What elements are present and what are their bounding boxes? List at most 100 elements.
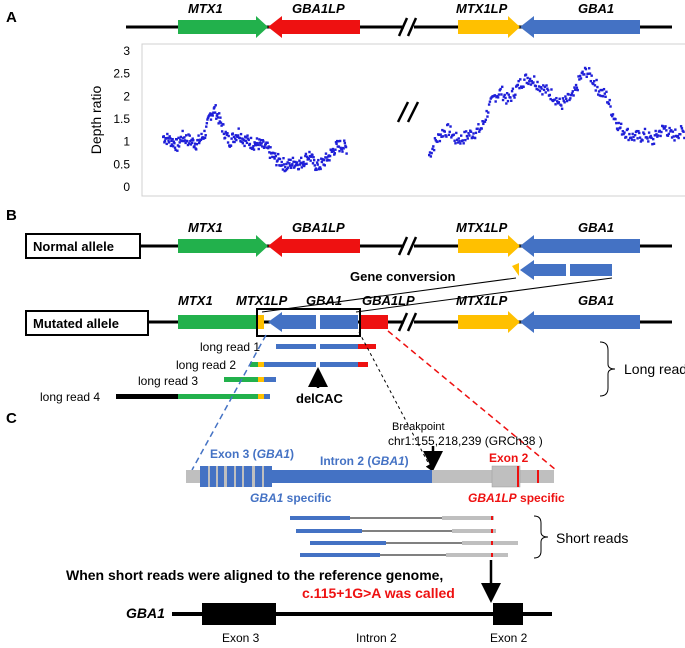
depth-point (255, 137, 259, 140)
conversion-yellow-tip (512, 263, 519, 276)
mtx1-segment (178, 315, 258, 329)
depth-point (614, 117, 617, 121)
depth-point (633, 139, 636, 142)
depth-point (473, 136, 477, 140)
depth-point (558, 97, 561, 101)
depth-point (252, 148, 256, 151)
depth-point (177, 136, 180, 140)
depth-point (590, 74, 593, 77)
gba1-specific-label: GBA1 specific (250, 491, 332, 505)
long-reads-brace (599, 341, 616, 397)
depth-point (226, 141, 230, 144)
depth-point (444, 134, 447, 137)
depth-point (312, 158, 316, 162)
depth-point (554, 103, 557, 106)
depth-point (238, 137, 242, 140)
depth-point (195, 142, 199, 146)
depth-point (636, 137, 639, 140)
depth-point (325, 156, 328, 159)
depth-point (211, 114, 214, 117)
depth-point (567, 93, 570, 96)
depth-point (534, 84, 538, 88)
depth-point (474, 131, 478, 135)
depth-point (565, 99, 569, 103)
depth-point (314, 167, 318, 170)
zoom-line-left (191, 334, 267, 471)
depth-point (533, 75, 536, 78)
depth-point (578, 78, 581, 81)
depth-point (581, 70, 584, 73)
short-reads: Short reads (290, 515, 628, 559)
depth-point (163, 139, 167, 143)
depth-point (218, 112, 221, 115)
depth-point (478, 130, 481, 133)
depth-point (539, 86, 542, 89)
depth-point (631, 132, 634, 136)
depth-point (219, 116, 222, 119)
depth-point (584, 67, 588, 71)
depth-point (637, 129, 640, 133)
depth-point (266, 146, 270, 150)
depth-point (646, 137, 649, 140)
depth-point (673, 139, 676, 142)
depth-point (328, 159, 331, 162)
depth-point (536, 80, 539, 84)
ref-exon3-label: Exon 3 (222, 631, 260, 645)
ref-exon2-block (493, 603, 523, 625)
mtx1-arrow (178, 235, 268, 257)
depth-point (677, 136, 680, 140)
gene-label-gba1: GBA1 (306, 293, 342, 308)
depth-point (565, 97, 568, 101)
mtx1lp-tip (258, 315, 264, 329)
depth-point (465, 134, 469, 138)
depth-point (335, 142, 338, 146)
depth-point (653, 134, 657, 137)
depth-point (197, 134, 200, 137)
depth-point (205, 122, 209, 125)
depth-point (638, 131, 641, 135)
depth-point (476, 127, 479, 130)
depth-point (212, 107, 216, 110)
depth-point (679, 125, 683, 128)
depth-point (253, 141, 256, 144)
depth-point (294, 164, 298, 167)
depth-point (578, 74, 582, 78)
depth-point (305, 155, 309, 158)
depth-point (302, 160, 305, 164)
depth-point (628, 132, 631, 136)
depth-point (510, 89, 514, 93)
depth-point (169, 144, 173, 148)
depth-point (245, 141, 249, 145)
depth-point (288, 164, 292, 167)
depth-point (229, 144, 233, 147)
depth-point (601, 88, 604, 92)
depth-point (630, 138, 634, 141)
depth-point (271, 155, 274, 159)
depth-point (538, 89, 542, 93)
depth-point (245, 136, 248, 139)
depth-point (524, 73, 528, 76)
mtx1lp-arrow (458, 16, 520, 38)
depth-point (203, 136, 207, 140)
depth-point (448, 130, 451, 134)
converted-region-box (256, 308, 361, 337)
gene-conversion: Gene conversion (261, 260, 613, 313)
gene-label-gba1lp: GBA1LP (362, 293, 415, 308)
depth-point (210, 113, 214, 116)
depth-point (463, 130, 466, 134)
depth-point (484, 118, 488, 121)
depth-point (433, 137, 437, 140)
mutated-allele-label: Mutated allele (33, 316, 119, 331)
depth-point (166, 132, 169, 136)
depth-point (220, 124, 223, 127)
depth-point (589, 79, 593, 83)
depth-point (555, 96, 558, 100)
depth-point (240, 140, 243, 144)
panel-a-gene-track: MTX1 GBA1LP MTX1LP GBA1 (126, 1, 672, 38)
gene-label-mtx1lp: MTX1LP (456, 220, 508, 235)
depth-point (652, 137, 655, 141)
depth-point (178, 141, 181, 144)
depth-point (216, 113, 219, 116)
gene-conversion-label: Gene conversion (350, 269, 456, 284)
y-tick-label: 1 (123, 135, 130, 149)
